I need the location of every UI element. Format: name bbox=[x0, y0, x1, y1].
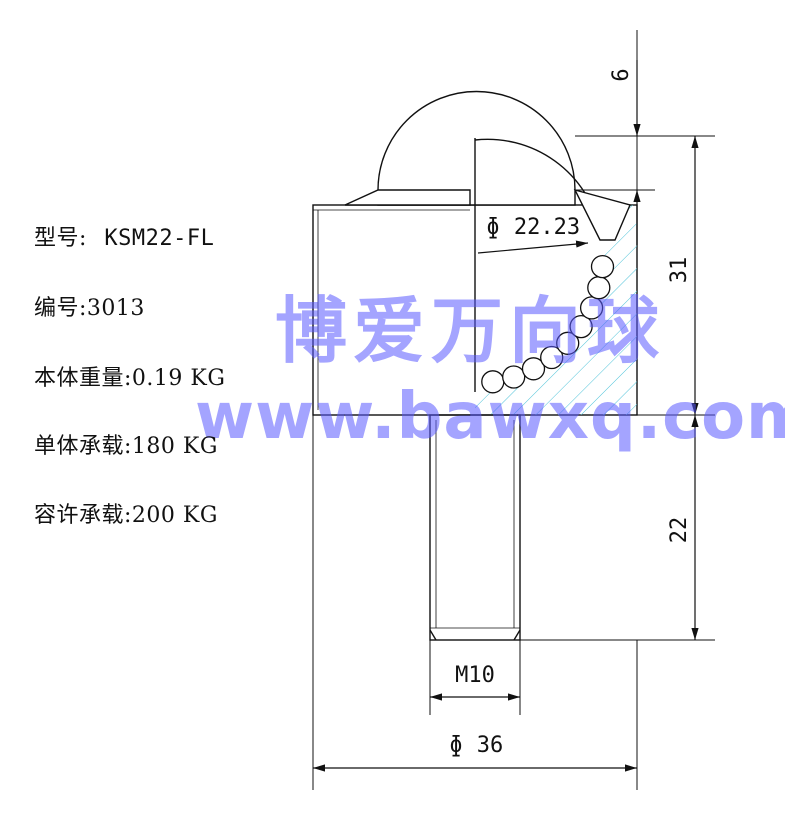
spec-weight-value: 0.19 KG bbox=[131, 366, 226, 391]
spec-model: 型号: KSM22-FL bbox=[34, 220, 214, 252]
bearing-ball bbox=[579, 296, 604, 320]
bearing-balls bbox=[481, 254, 615, 394]
spec-allow-load-label: 容许承载: bbox=[34, 503, 132, 528]
dim-top-offset: 6 bbox=[609, 68, 634, 81]
spec-code: 编号:3013 bbox=[34, 290, 145, 322]
dimension-lines bbox=[313, 60, 699, 772]
spec-model-label: 型号: bbox=[34, 226, 87, 251]
hatched-section bbox=[475, 205, 637, 415]
spec-weight: 本体重量:0.19 KG bbox=[34, 360, 225, 392]
dim-ball-diameter: 22.23 bbox=[514, 215, 580, 240]
bearing-ball bbox=[569, 314, 593, 339]
spec-single-load: 单体承载:180 KG bbox=[34, 428, 218, 460]
spec-allow-load-value: 200 KG bbox=[131, 503, 218, 528]
threaded-stud bbox=[429, 414, 521, 641]
phi-symbol-body: ɸ bbox=[449, 733, 462, 758]
dim-body-height: 31 bbox=[667, 257, 692, 284]
bearing-ball bbox=[521, 357, 546, 381]
cap-lip bbox=[344, 188, 631, 241]
spec-allow-load: 容许承载:200 KG bbox=[34, 497, 218, 529]
bearing-ball bbox=[556, 331, 580, 355]
spec-weight-label: 本体重量: bbox=[34, 366, 132, 391]
phi-symbol-ball: ɸ bbox=[486, 215, 499, 240]
bearing-ball bbox=[502, 365, 526, 389]
spec-code-label: 编号: bbox=[34, 296, 87, 321]
dim-thread-length: 22 bbox=[667, 517, 692, 544]
main-ball bbox=[377, 90, 601, 231]
spec-model-value: KSM22-FL bbox=[104, 226, 215, 251]
dim-thread-size: M10 bbox=[455, 663, 495, 688]
dim-body-diameter: 36 bbox=[477, 733, 504, 758]
watermark-cn: 博爱万向球 bbox=[275, 289, 666, 373]
bearing-ball bbox=[590, 254, 615, 279]
watermark-url: www.bawxq.com bbox=[195, 380, 785, 454]
spec-single-load-value: 180 KG bbox=[131, 434, 218, 459]
spec-code-value: 3013 bbox=[86, 296, 145, 321]
spec-single-load-label: 单体承载: bbox=[34, 434, 132, 459]
bearing-ball bbox=[540, 345, 564, 370]
